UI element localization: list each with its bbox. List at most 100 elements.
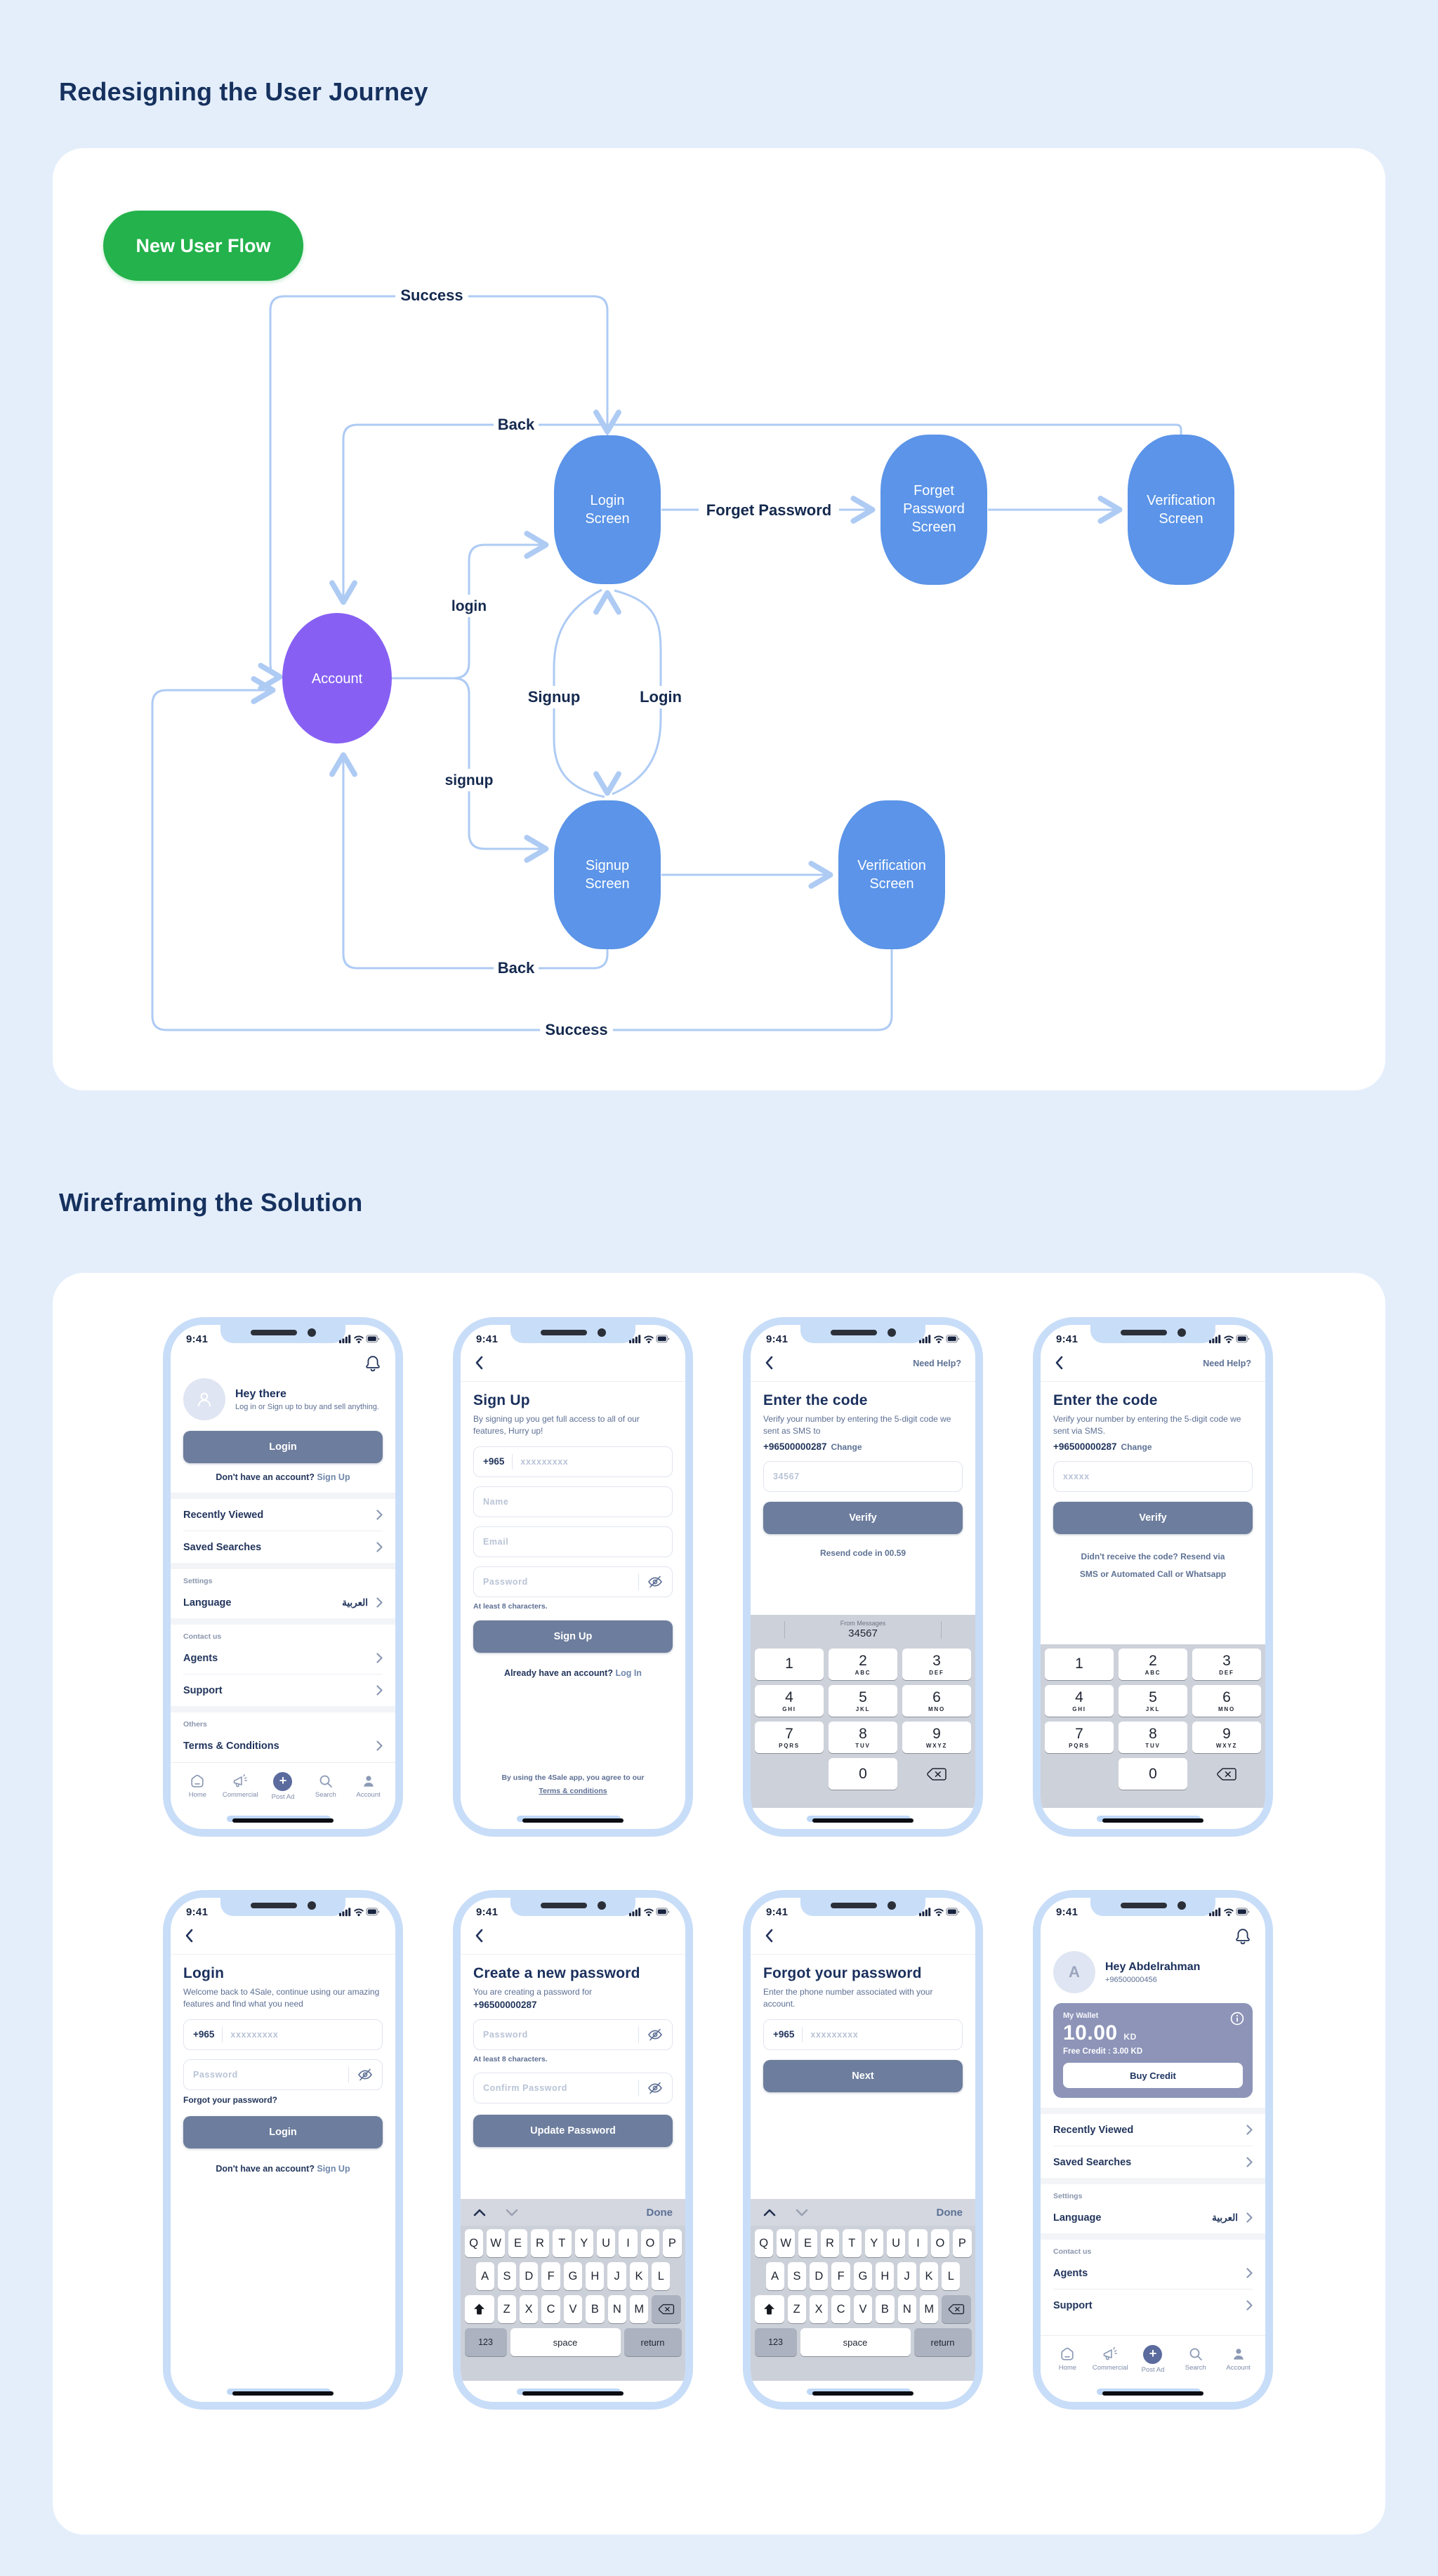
nav-account[interactable]: Account (1217, 2346, 1260, 2372)
svg-text:Screen[interactable]: Screen (911, 520, 956, 535)
dial-code[interactable]: +965 (193, 2026, 223, 2042)
nav-home[interactable]: Home (1046, 2346, 1089, 2372)
key-S[interactable]: S (787, 2262, 807, 2290)
key-V[interactable]: V (853, 2295, 873, 2323)
home-indicator[interactable] (227, 1816, 336, 1823)
key-I[interactable]: I (619, 2229, 638, 2257)
svg-text:Password[interactable]: Password (903, 501, 965, 517)
key-space[interactable]: space (510, 2328, 621, 2356)
key-C[interactable]: C (541, 2295, 560, 2323)
menu-saved-searches[interactable]: Saved Searches (183, 1531, 383, 1563)
key-L[interactable]: L (652, 2262, 671, 2290)
key-return[interactable]: return (624, 2328, 682, 2356)
code-input[interactable]: 34567 (763, 1460, 963, 1492)
login-link[interactable]: Log In (615, 1667, 642, 1678)
key-Z[interactable]: Z (497, 2295, 516, 2323)
svg-text:Screen[interactable]: Screen (585, 876, 629, 892)
chevron-up-icon[interactable] (763, 2209, 776, 2217)
verify-button[interactable]: Verify (763, 1501, 963, 1534)
back-icon[interactable] (765, 1929, 773, 1943)
key-F[interactable]: F (541, 2262, 560, 2290)
chevron-up-icon[interactable] (473, 2209, 486, 2217)
next-button[interactable]: Next (763, 2059, 963, 2092)
key-K[interactable]: K (919, 2262, 939, 2290)
bell-icon[interactable] (1234, 1927, 1251, 1946)
key-G[interactable]: G (853, 2262, 873, 2290)
home-indicator[interactable] (807, 1816, 916, 1823)
backspace-icon[interactable] (1192, 1758, 1261, 1790)
need-help-link[interactable]: Need Help? (1203, 1359, 1251, 1368)
menu-agents[interactable]: Agents (183, 1642, 383, 1674)
home-indicator[interactable] (807, 2389, 916, 2396)
key-O[interactable]: O (930, 2229, 950, 2257)
nav-post-ad[interactable]: +Post Ad (262, 1771, 305, 1801)
key-Y[interactable]: Y (574, 2229, 593, 2257)
node-verify-bottom-label[interactable]: Verification (857, 858, 926, 873)
key-U[interactable]: U (596, 2229, 616, 2257)
key-Y[interactable]: Y (864, 2229, 883, 2257)
key-X[interactable]: X (519, 2295, 539, 2323)
key-Q[interactable]: Q (754, 2229, 773, 2257)
nav-search[interactable]: Search (304, 1774, 347, 1799)
key-N[interactable]: N (607, 2295, 627, 2323)
key-F[interactable]: F (831, 2262, 850, 2290)
terms-link[interactable]: Terms & conditions (539, 1787, 607, 1796)
key-B[interactable]: B (876, 2295, 895, 2323)
key-T[interactable]: T (843, 2229, 862, 2257)
signup-link[interactable]: Sign Up (317, 2163, 350, 2174)
key-E[interactable]: E (508, 2229, 527, 2257)
menu-agents[interactable]: Agents (1053, 2257, 1253, 2289)
back-icon[interactable] (765, 1356, 773, 1370)
login-button[interactable]: Login (183, 1431, 383, 1463)
key-O[interactable]: O (640, 2229, 660, 2257)
key-K[interactable]: K (629, 2262, 649, 2290)
key-D[interactable]: D (520, 2262, 539, 2290)
key-M[interactable]: M (920, 2295, 939, 2323)
svg-text:Screen[interactable]: Screen (1159, 511, 1203, 527)
key-G[interactable]: G (563, 2262, 583, 2290)
forgot-password-link[interactable]: Forgot your password? (183, 2094, 278, 2105)
dial-code[interactable]: +965 (483, 1453, 513, 1469)
key-U[interactable]: U (886, 2229, 906, 2257)
verify-button[interactable]: Verify (1053, 1501, 1253, 1534)
node-signup-label[interactable]: Signup (586, 858, 629, 873)
key-1[interactable]: 1 (1045, 1649, 1114, 1680)
key-I[interactable]: I (909, 2229, 928, 2257)
chevron-down-icon[interactable] (796, 2209, 808, 2217)
info-icon[interactable] (1230, 2012, 1244, 2026)
chevron-down-icon[interactable] (506, 2209, 518, 2217)
node-forget-label[interactable]: Forget (913, 483, 954, 498)
home-indicator[interactable] (1097, 1816, 1206, 1823)
key-W[interactable]: W (486, 2229, 506, 2257)
key-M[interactable]: M (630, 2295, 649, 2323)
key-C[interactable]: C (831, 2295, 850, 2323)
key-P[interactable]: P (953, 2229, 972, 2257)
key-0[interactable]: 0 (829, 1758, 897, 1790)
nav-account[interactable]: Account (347, 1774, 390, 1799)
key-space[interactable]: space (800, 2328, 911, 2356)
key-V[interactable]: V (563, 2295, 583, 2323)
signup-link[interactable]: Sign Up (317, 1472, 350, 1482)
change-link[interactable]: Change (1121, 1441, 1152, 1452)
password-input[interactable]: Password (473, 1566, 673, 1597)
svg-text:Screen[interactable]: Screen (869, 876, 913, 892)
need-help-link[interactable]: Need Help? (913, 1359, 961, 1368)
backspace-icon[interactable] (942, 2295, 972, 2323)
key-Q[interactable]: Q (464, 2229, 483, 2257)
back-icon[interactable] (1055, 1356, 1063, 1370)
backspace-icon[interactable] (902, 1758, 971, 1790)
key-W[interactable]: W (776, 2229, 796, 2257)
login-button[interactable]: Login (183, 2115, 383, 2148)
